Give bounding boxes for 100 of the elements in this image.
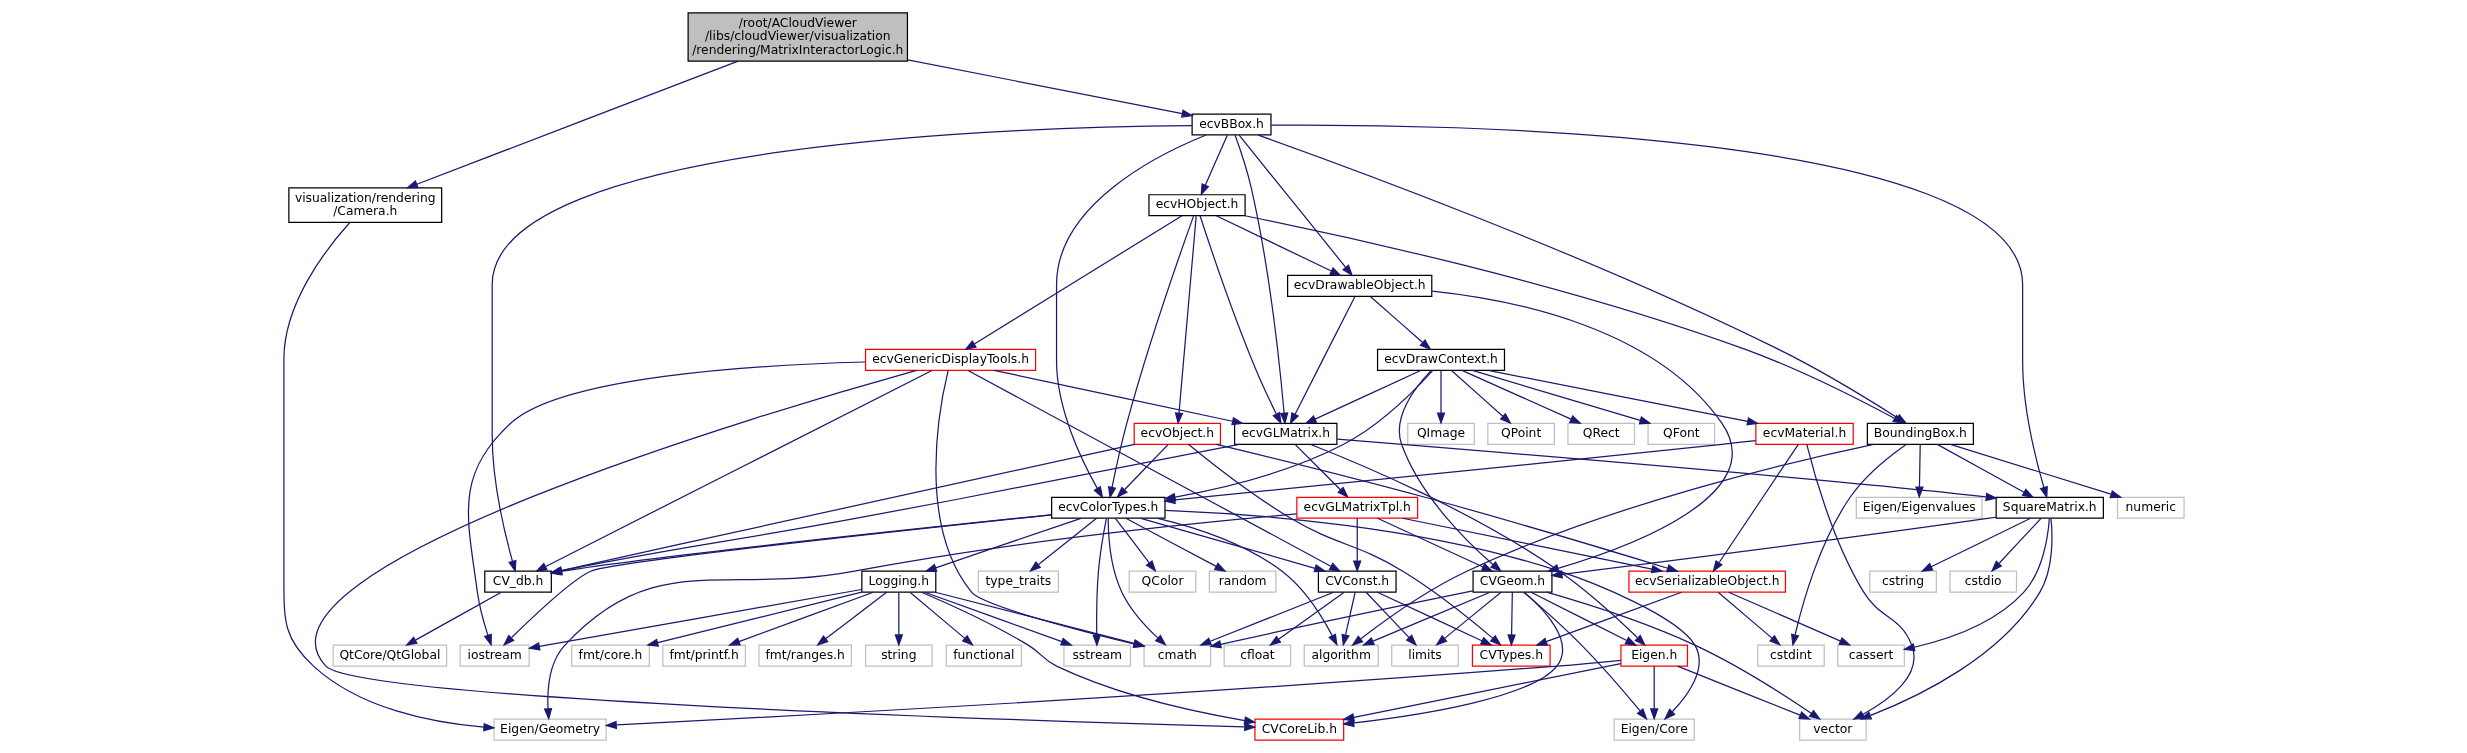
node-box: ecvGLMatrixTpl.h <box>1295 496 1418 519</box>
arrow <box>1920 517 2031 572</box>
arrow <box>1858 517 2053 720</box>
node-box: cstdint <box>1756 644 1825 667</box>
arrow <box>1187 443 1502 646</box>
node-box: cstring <box>1868 570 1937 593</box>
arrow <box>1139 517 1326 573</box>
node-box: ecvColorTypes.h <box>1050 496 1166 519</box>
arrow <box>934 369 1146 649</box>
arrow <box>405 60 739 189</box>
node-box: QRect <box>1566 422 1635 445</box>
arrow <box>527 588 862 651</box>
node-box: limits <box>1390 644 1459 667</box>
arrow <box>467 361 866 647</box>
arrow <box>1270 124 2048 499</box>
arrow <box>1717 591 1781 646</box>
node-box: ecvSerializableObject.h <box>1627 570 1786 593</box>
arrow <box>1340 591 1356 647</box>
arrow <box>1352 517 1362 573</box>
arrow <box>1949 443 2122 499</box>
arrow <box>1434 591 1502 646</box>
arrow <box>1234 134 1288 425</box>
arrow <box>1156 517 1338 647</box>
arrow <box>966 369 1341 572</box>
arrow <box>1711 443 1799 573</box>
arrow <box>1522 591 1648 721</box>
arrow <box>1341 591 1563 728</box>
arrow <box>1115 443 1169 499</box>
arrow <box>282 222 496 732</box>
node-box: vector <box>1798 718 1867 741</box>
arrow <box>894 591 903 647</box>
node-box: QFont <box>1646 422 1715 445</box>
node-box: cmath <box>1142 644 1211 667</box>
arrow <box>404 591 502 646</box>
arrow <box>1091 518 1107 647</box>
node-box: string <box>864 644 933 667</box>
arrow <box>1124 517 1227 572</box>
arrow <box>1436 369 1445 425</box>
arrow <box>1107 518 1167 646</box>
node-box: fmt/ranges.h <box>757 644 852 667</box>
arrow <box>1487 369 1759 426</box>
arrow <box>604 659 1621 730</box>
node-box: random <box>1208 570 1276 593</box>
node-box: ecvDrawContext.h <box>1376 348 1505 371</box>
arrow <box>1369 295 1432 351</box>
node-box: QtCore/QtGlobal <box>332 644 447 667</box>
arrow <box>1198 591 1334 646</box>
arrow <box>1289 296 1355 425</box>
arrow <box>908 591 974 646</box>
arrow <box>1990 517 2042 573</box>
node-box: sstream <box>1062 644 1131 667</box>
arrow <box>1805 443 1915 720</box>
node-box: cfloat <box>1223 644 1291 667</box>
arrow <box>1727 591 1851 646</box>
arrow <box>1545 591 1821 721</box>
node-box: CVTypes.h <box>1471 644 1551 667</box>
arrow <box>1294 443 1349 499</box>
arrow <box>1341 662 1621 722</box>
arrow <box>934 591 1146 648</box>
arrow <box>1450 369 1512 425</box>
node-box: ecvMaterial.h <box>1754 422 1854 445</box>
arrow <box>815 591 887 646</box>
arrow <box>992 369 1244 426</box>
node-box: /root/ACloudViewer /libs/cloudViewer/visualization /rendering/MatrixInteractorLogic.h <box>687 12 908 62</box>
arrow <box>1208 590 1473 649</box>
node-box: ecvObject.h <box>1133 422 1221 445</box>
arrow <box>645 591 862 647</box>
node-box: numeric <box>2116 496 2185 519</box>
node-box: visualization/rendering /Camera.h <box>287 187 442 224</box>
node-box: CVCoreLib.h <box>1253 718 1344 741</box>
node-box: Eigen.h <box>1619 644 1688 667</box>
arrow <box>1114 517 1156 573</box>
node-box: Eigen/Core <box>1613 718 1695 741</box>
arrow <box>1238 134 1353 277</box>
arrow <box>1303 369 1421 424</box>
arrow <box>1676 665 1811 720</box>
arrow <box>1649 665 1658 721</box>
node-box: QImage <box>1406 422 1475 445</box>
arrow <box>1460 369 1582 424</box>
node-box: iostream <box>459 644 530 667</box>
node-box: CVGeom.h <box>1471 570 1553 593</box>
arrow <box>314 369 1257 732</box>
arrow <box>1028 517 1097 572</box>
node-box: CV_db.h <box>483 570 552 593</box>
arrow <box>1471 369 1652 425</box>
node-box: ecvGenericDisplayTools.h <box>864 348 1036 371</box>
arrow <box>1364 591 1417 647</box>
node-box: algorithm <box>1303 644 1379 667</box>
node-box: BoundingBox.h <box>1866 422 1974 445</box>
arrow <box>920 591 1256 725</box>
node-box: SquareMatrix.h <box>1995 496 2104 519</box>
arrow <box>1790 443 1907 647</box>
arrow <box>1200 134 1228 196</box>
node-box: fmt/core.h <box>570 644 650 667</box>
node-box: Eigen/Geometry <box>492 718 607 741</box>
arrow <box>1164 509 1700 721</box>
arrow <box>1309 443 1646 647</box>
node-box: ecvDrawableObject.h <box>1286 274 1432 297</box>
arrow <box>1936 443 2034 499</box>
node-box: ecvHObject.h <box>1147 194 1246 217</box>
